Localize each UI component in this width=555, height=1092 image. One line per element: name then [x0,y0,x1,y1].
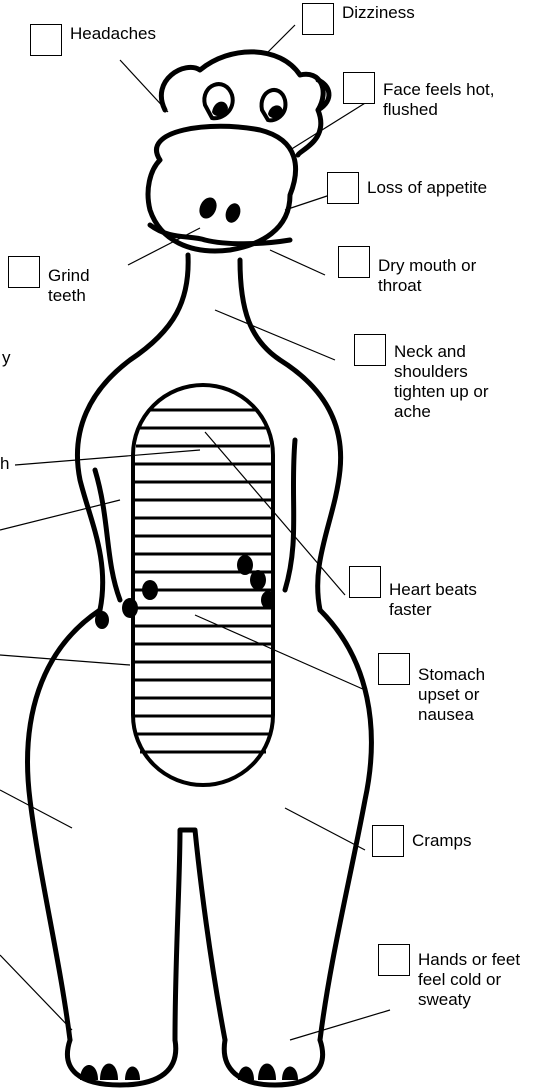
stomach-label: Stomach upset or nausea [418,665,485,725]
dizziness-checkbox[interactable] [302,3,334,35]
symptom-heart[interactable]: Heart beats faster [349,566,477,620]
dry-mouth-label: Dry mouth or throat [378,256,476,296]
loss-of-appetite-checkbox[interactable] [327,172,359,204]
hands-feet-label: Hands or feet feel cold or sweaty [418,950,520,1010]
dizziness-label: Dizziness [342,3,415,23]
heart-checkbox[interactable] [349,566,381,598]
heart-label: Heart beats faster [389,580,477,620]
loss-of-appetite-label: Loss of appetite [367,178,487,198]
grind-teeth-label: Grind teeth [48,266,90,306]
symptom-stomach[interactable]: Stomach upset or nausea [378,653,485,725]
stomach-checkbox[interactable] [378,653,410,685]
grind-teeth-checkbox[interactable] [8,256,40,288]
symptom-hands-feet[interactable]: Hands or feet feel cold or sweaty [378,944,520,1010]
cropped-text-y: y [2,348,11,368]
symptom-neck-shoulders[interactable]: Neck and shoulders tighten up or ache [354,334,489,422]
symptom-headaches[interactable]: Headaches [30,24,156,56]
symptom-dizziness[interactable]: Dizziness [302,3,415,35]
headaches-checkbox[interactable] [30,24,62,56]
neck-shoulders-checkbox[interactable] [354,334,386,366]
eyes [204,84,285,120]
nostrils [196,195,243,225]
cramps-checkbox[interactable] [372,825,404,857]
face-hot-label: Face feels hot, flushed [383,80,495,120]
symptom-loss-of-appetite[interactable]: Loss of appetite [327,172,487,204]
symptom-face-hot[interactable]: Face feels hot, flushed [343,72,495,120]
headaches-label: Headaches [70,24,156,44]
cropped-text-h: h [0,454,9,474]
hands-feet-checkbox[interactable] [378,944,410,976]
symptom-grind-teeth[interactable]: Grind teeth [8,256,90,306]
symptom-cramps[interactable]: Cramps [372,825,472,857]
dry-mouth-checkbox[interactable] [338,246,370,278]
face-hot-checkbox[interactable] [343,72,375,104]
neck-shoulders-label: Neck and shoulders tighten up or ache [394,342,489,422]
cramps-label: Cramps [412,831,472,851]
symptom-dry-mouth[interactable]: Dry mouth or throat [338,246,476,296]
